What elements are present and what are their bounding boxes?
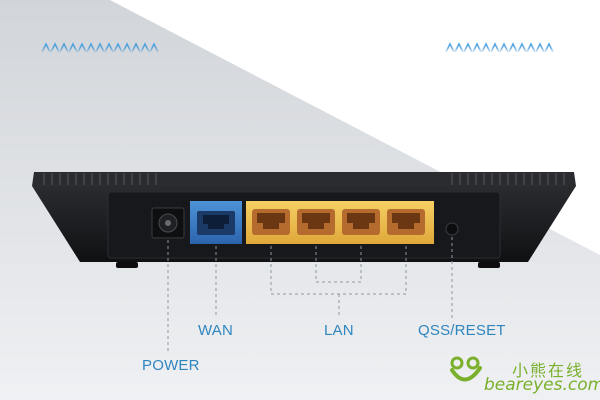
lan-port-2	[297, 209, 335, 235]
lan-port-3	[342, 209, 380, 235]
bear-logo-icon	[450, 356, 482, 382]
power-label: POWER	[142, 357, 200, 374]
power-jack	[151, 207, 185, 239]
wan-label: WAN	[198, 322, 234, 339]
lan-port-1	[252, 209, 290, 235]
qss-reset-button	[445, 222, 459, 236]
watermark-chinese: 小熊在线	[512, 361, 585, 380]
router-foot-left	[116, 262, 138, 268]
watermark: 小熊在线 beareyes.com	[449, 354, 600, 400]
router-foot-right	[478, 262, 500, 268]
qss-reset-label: QSS/RESET	[418, 322, 506, 339]
lan-label: LAN	[324, 322, 354, 339]
lan-port-4	[387, 209, 425, 235]
callout-lines	[167, 237, 453, 352]
watermark-site: beareyes.com	[484, 375, 600, 395]
airflow-arrows-icon	[445, 42, 554, 150]
router-vents	[43, 173, 565, 185]
wan-port	[190, 201, 242, 244]
airflow-arrows-icon	[41, 42, 159, 150]
router-lid	[32, 172, 576, 186]
